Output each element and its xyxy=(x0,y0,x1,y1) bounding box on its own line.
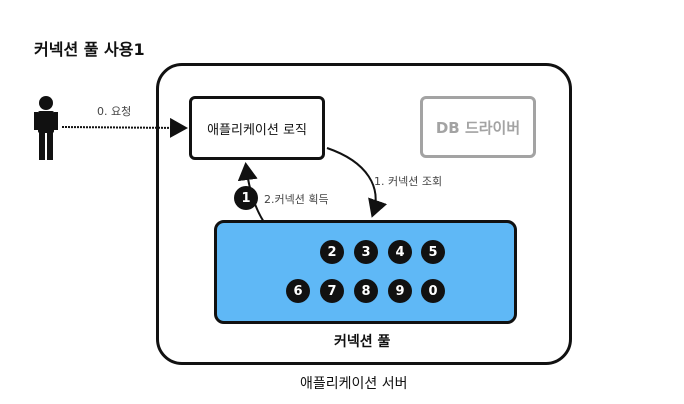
db-driver-box: DB 드라이버 xyxy=(420,96,536,158)
connection-pool-box xyxy=(214,220,517,324)
connection-pool-label: 커넥션 풀 xyxy=(334,334,391,350)
pool-connection: 8 xyxy=(354,279,378,303)
db-driver-label: DB 드라이버 xyxy=(435,118,521,137)
acquire-label: 2.커넥션 획득 xyxy=(264,193,329,206)
pool-connection: 7 xyxy=(320,279,344,303)
lookup-arrow xyxy=(326,147,388,218)
request-arrow xyxy=(61,117,188,138)
pool-connection: 9 xyxy=(388,279,412,303)
pool-connection: 0 xyxy=(421,279,445,303)
pool-connection: 5 xyxy=(421,240,445,264)
acquired-connection-badge: 1 xyxy=(234,186,258,210)
application-server-label: 애플리케이션 서버 xyxy=(300,376,408,392)
pool-connection: 2 xyxy=(320,240,344,264)
application-logic-box: 애플리케이션 로직 xyxy=(189,96,325,160)
pool-connection: 4 xyxy=(388,240,412,264)
diagram-title: 커넥션 풀 사용1 xyxy=(34,40,145,59)
pool-connection: 6 xyxy=(286,279,310,303)
request-label: 0. 요청 xyxy=(97,105,132,118)
application-logic-label: 애플리케이션 로직 xyxy=(207,122,307,138)
user-icon xyxy=(34,96,58,160)
pool-connection: 3 xyxy=(354,240,378,264)
lookup-label: 1. 커넥션 조회 xyxy=(374,175,443,188)
